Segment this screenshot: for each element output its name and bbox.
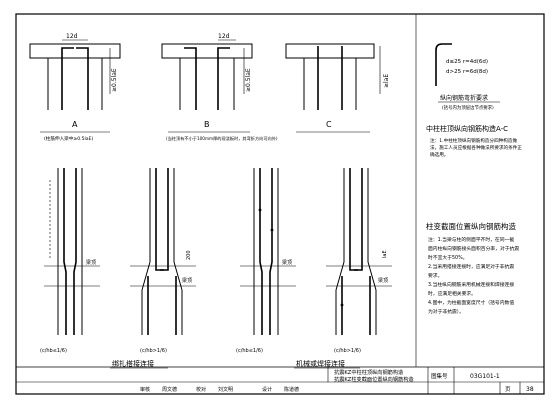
atlas-label: 图集号 — [431, 372, 448, 380]
dim-200: 200 — [186, 250, 192, 260]
detail-a-dim-top: 12d — [66, 33, 78, 40]
caption-lap-splice: 绑扎搭接连接 — [112, 359, 154, 368]
checker-name: 刘文明 — [218, 386, 233, 393]
sheet-title-line-2: 抗震KZ柱变截面位置纵向钢筋构造 — [334, 375, 414, 383]
ratio-1: (c/hb≤1/6) — [40, 348, 67, 354]
bend-subtitle: (括号内为顶层边节点要求) — [442, 104, 494, 111]
caption-mechanical: 机械或焊接连接 — [296, 359, 345, 368]
designer-name: 陈道德 — [284, 386, 299, 393]
hook-cond-2: d>25 r=6d(8d) — [446, 69, 488, 75]
sheet-title-line-1: 抗震KZ中柱柱顶纵向钢筋构造 — [334, 368, 404, 376]
detail-b: 12d ≥0.5laE B (当柱顶有不小于100mm厚的现浇板时，其弯折方向可… — [161, 33, 278, 142]
title-block: 抗震KZ中柱柱顶纵向钢筋构造 抗震KZ柱变截面位置纵向钢筋构造 图集号 03G1… — [16, 366, 544, 394]
detail-a-note: (柱筋伸入梁中≥0.5laE) — [44, 135, 94, 142]
change-line-6: 3.当柱纵向钢筋采用机械连接和焊接连接 — [428, 281, 514, 288]
detail-c-label: C — [326, 120, 332, 129]
change-line-7: 时，应满足相关要求。 — [428, 290, 476, 297]
ratio-2: (c/hb>1/6) — [140, 348, 167, 354]
hook-cond-1: d≤25 r=4d(6d) — [446, 59, 488, 65]
beam-label-1: 梁顶 — [86, 259, 96, 266]
dim-lae: laE — [382, 250, 388, 258]
detail-b-dim-top: 12d — [218, 33, 230, 40]
review-label: 审核 — [140, 386, 150, 393]
bend-title: 纵向钢筋弯折要求 — [440, 94, 488, 102]
detail-c: ≥laE C — [285, 43, 390, 133]
column-detail-2: 200 梁顶 (c/hb>1/6) — [130, 168, 196, 354]
column-top-title: 中柱柱顶纵向钢筋构造A-C — [426, 124, 508, 133]
ratio-3: (c/hb≤1/6) — [236, 348, 263, 354]
column-top-notes: 中柱柱顶纵向钢筋构造A-C 注：1.中柱柱顶纵向钢筋构造分四种构造做 法，施工人… — [426, 124, 522, 158]
beam-label-2: 梁顶 — [182, 277, 192, 284]
atlas-number: 03G101-1 — [470, 373, 500, 380]
design-label: 设计 — [262, 386, 272, 393]
beam-label-3: 梁顶 — [282, 259, 292, 266]
sheet-border — [15, 13, 545, 395]
ratio-4: (c/hb>1/6) — [334, 348, 361, 354]
check-label: 校对 — [196, 386, 206, 393]
change-line-1: 注：1.当梁与柱的侧面平齐时，在同一截 — [428, 236, 514, 243]
change-line-2: 面内柱纵向钢筋接头面积百分率，对于抗震 — [428, 245, 519, 252]
section-change-notes: 柱变截面位置纵向钢筋构造 注：1.当梁与柱的侧面平齐时，在同一截 面内柱纵向钢筋… — [426, 221, 519, 315]
change-line-9: 为对于非抗震）。 — [428, 308, 464, 315]
detail-a-label: A — [72, 120, 78, 129]
hook-detail: d≤25 r=4d(6d) d>25 r=6d(8d) 纵向钢筋弯折要求 (括号… — [435, 43, 500, 111]
beam-label-4: 梁顶 — [378, 277, 388, 284]
column-detail-3: 梁顶 (c/hb≤1/6) — [236, 168, 296, 354]
page-label: 页 — [505, 386, 511, 393]
change-line-5: 要求。 — [428, 272, 442, 279]
detail-a-dim-side: ≥0.5laE — [111, 68, 118, 92]
change-line-4: 2.当采用搭接连接时，应满足对于非抗震 — [428, 263, 514, 270]
detail-b-label: B — [204, 120, 210, 129]
change-line-3: 时不宜大于50%。 — [428, 254, 467, 261]
column-top-line-1: 注：1.中柱柱顶纵向钢筋构造分四种构造做 — [430, 137, 517, 144]
change-line-8: 4.图中，为柱截面宽度尺寸（括号内数值 — [428, 299, 514, 306]
column-top-line-2: 法，施工人员应根据各种做法所要求的条件正 — [430, 144, 522, 151]
detail-c-dim-side: ≥laE — [383, 74, 390, 88]
detail-b-dim-side: ≥0.5laE — [245, 68, 252, 92]
detail-a: 12d ≥0.5laE A (柱筋伸入梁中≥0.5laE) — [29, 33, 121, 142]
column-detail-1: 梁顶 (c/hb≤1/6) — [40, 168, 100, 354]
page-number: 38 — [526, 386, 534, 393]
change-title: 柱变截面位置纵向钢筋构造 — [426, 221, 516, 231]
reviewer-name: 周文德 — [162, 386, 177, 393]
detail-b-note: (当柱顶有不小于100mm厚的现浇板时，其弯折方向可向外) — [166, 135, 278, 142]
column-top-line-3: 确选用。 — [430, 151, 448, 158]
column-detail-4: laE 梁顶 (c/hb>1/6) — [326, 168, 392, 354]
